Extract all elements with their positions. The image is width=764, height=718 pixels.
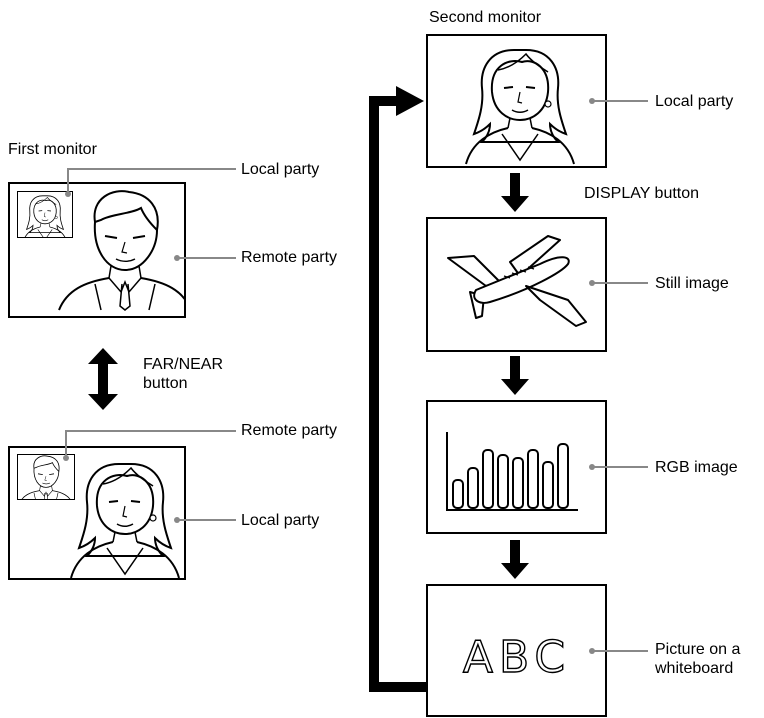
second-monitor-callouts [589,98,648,654]
local-party-label-second: Local party [655,93,734,110]
rgb-image-label: RGB image [655,459,738,476]
woman-portrait-icon [22,195,67,237]
remote-party-label-bottom: Remote party [241,422,338,439]
man-portrait-icon [58,190,184,311]
far-near-double-arrow [88,348,118,410]
whiteboard-label-1: Picture on a [655,641,741,658]
far-near-label-1: FAR/NEAR [143,356,224,373]
first-monitor-label: First monitor [8,141,97,158]
down-arrow-icon [501,173,529,579]
woman-portrait-icon [70,463,180,578]
whiteboard-text: ABC [463,632,571,683]
second-monitor-whiteboard [426,584,607,717]
man-portrait-icon [19,455,73,499]
display-button-label: DISPLAY button [584,185,700,202]
airplane-icon [447,235,587,327]
first-monitor-callouts [63,168,236,523]
far-near-label-2: button [143,375,188,392]
cycle-arrow [369,96,426,692]
local-party-label-bottom: Local party [241,512,320,529]
second-monitor-label: Second monitor [429,9,542,26]
cycle-arrowhead [396,86,424,116]
whiteboard-label-2: whiteboard [655,660,734,677]
bar-chart-icon [446,432,578,511]
local-party-label-top: Local party [241,161,320,178]
woman-portrait-icon [465,49,575,165]
remote-party-label-top: Remote party [241,249,338,266]
still-image-label: Still image [655,275,729,292]
